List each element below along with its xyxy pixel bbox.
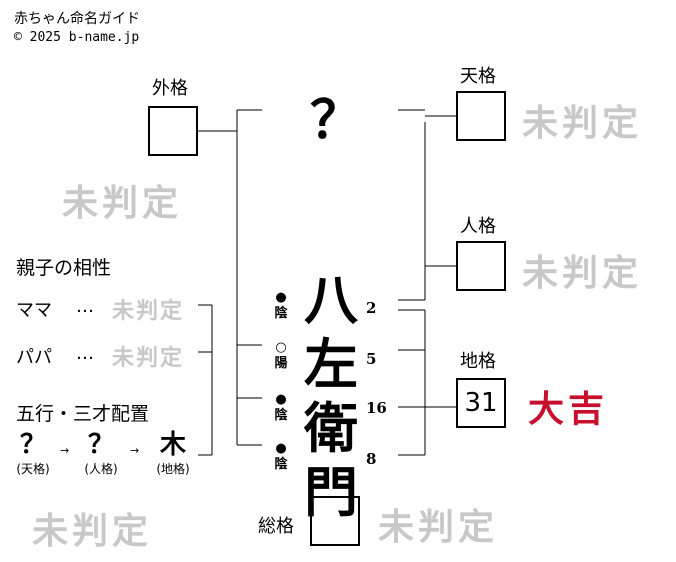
mama-dots: …	[76, 296, 94, 317]
chikaku-box: 31	[456, 378, 506, 428]
gaikaku-label: 外格	[152, 78, 188, 99]
gogyo-ten-label: (天格)	[16, 462, 50, 476]
stroke-count: 5	[366, 350, 377, 368]
tenkaku-label: 天格	[460, 66, 496, 87]
tenkaku-status: 未判定	[522, 102, 643, 144]
name-char: 八	[304, 268, 358, 332]
chikaku-status: 大吉	[528, 388, 609, 430]
gogyo-jin-value: ？	[87, 430, 114, 460]
gogyo-title: 五行・三才配置	[16, 403, 150, 425]
gogyo-status: 未判定	[32, 510, 153, 552]
papa-status: 未判定	[112, 345, 185, 371]
arrow-icon: →	[130, 444, 140, 457]
yinyang-label: 陽	[274, 356, 288, 371]
gogyo-chi-value: 木	[159, 430, 186, 460]
soukaku-label: 総格	[258, 516, 294, 537]
yang-mark-icon: ○	[275, 340, 287, 355]
yin-mark-icon: ●	[275, 290, 287, 305]
jinkaku-status: 未判定	[522, 252, 643, 294]
stroke-count: 16	[366, 399, 387, 417]
mama-label: ママ	[16, 300, 52, 321]
gaikaku-box	[148, 106, 198, 156]
name-char: 衛	[304, 396, 358, 460]
name-char: 左	[304, 332, 358, 396]
gogyo-ten-value: ？	[19, 430, 46, 460]
name-char: 門	[304, 460, 358, 524]
copyright: © 2025 b-name.jp	[14, 30, 140, 45]
gaikaku-status: 未判定	[62, 182, 183, 224]
yinyang-label: 陰	[274, 457, 288, 472]
yin-mark-icon: ●	[275, 392, 287, 407]
jinkaku-box	[456, 241, 506, 291]
tenkaku-box	[456, 91, 506, 141]
papa-dots: …	[76, 343, 94, 364]
app-title: 赤ちゃん命名ガイド	[14, 11, 140, 27]
gogyo-jin-label: (人格)	[84, 462, 118, 476]
stroke-count: 8	[366, 450, 377, 468]
surname-placeholder: ？	[310, 90, 363, 151]
arrow-icon: →	[60, 444, 70, 457]
yin-mark-icon: ●	[275, 441, 287, 456]
soukaku-box	[310, 496, 360, 546]
mama-status: 未判定	[112, 298, 185, 324]
yinyang-label: 陰	[274, 408, 288, 423]
yinyang-label: 陰	[274, 306, 288, 321]
name-characters: 八 左 衛 門	[300, 268, 362, 524]
compat-title: 親子の相性	[16, 257, 112, 279]
papa-label: パパ	[16, 347, 52, 368]
jinkaku-label: 人格	[460, 216, 496, 237]
soukaku-status: 未判定	[378, 506, 499, 548]
gogyo-chi-label: (地格)	[156, 462, 190, 476]
chikaku-label: 地格	[460, 351, 496, 372]
stroke-count: 2	[366, 299, 377, 317]
